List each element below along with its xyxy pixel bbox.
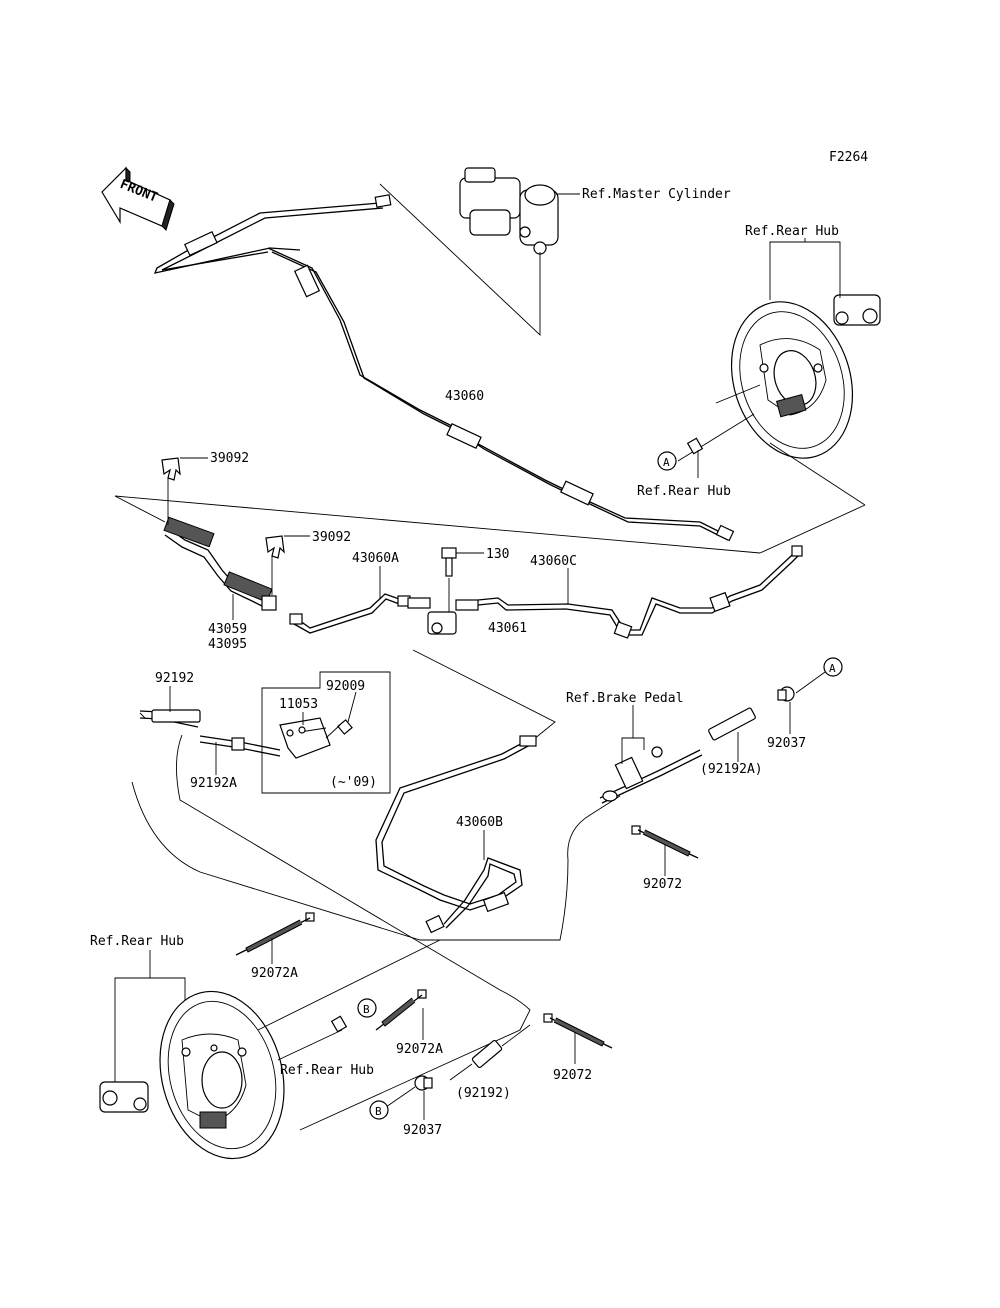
label-43060: 43060 [445, 389, 484, 404]
label-39092-b: 39092 [312, 530, 351, 545]
label-43060a: 43060A [352, 551, 399, 566]
label-92009: 92009 [326, 679, 365, 694]
label-92072a-b: 92072A [396, 1042, 443, 1057]
brake-pedal-bracket [599, 746, 703, 804]
cable-tie-92072a-b [375, 989, 427, 1031]
label-09: (~'09) [330, 775, 377, 790]
label-39092-a: 39092 [210, 451, 249, 466]
front-arrow-icon: FRONT [101, 166, 175, 231]
callout-a-right: A [829, 662, 836, 675]
label-ref-rear-hub-left: Ref.Rear Hub [90, 934, 184, 949]
label-ref-rear-hub-bottom: Ref.Rear Hub [280, 1063, 374, 1078]
master-cylinder [459, 167, 559, 255]
brake-hose [163, 516, 277, 620]
label-130: 130 [486, 547, 509, 562]
callout-a-top: A [663, 456, 670, 469]
label-92072-a: 92072 [643, 877, 682, 892]
label-ref-master-cylinder: Ref.Master Cylinder [582, 187, 731, 202]
cable-tie-92072a-a [235, 912, 315, 956]
wheel-cylinder-right [833, 294, 881, 326]
label-43060b: 43060B [456, 815, 503, 830]
label-43060c: 43060C [530, 554, 577, 569]
label-43095: 43095 [208, 637, 247, 652]
cable-92192a [199, 735, 281, 775]
label-11053: 11053 [279, 697, 318, 712]
figure-code: F2264 [829, 150, 868, 165]
label-ref-brake-pedal: Ref.Brake Pedal [566, 691, 683, 706]
cable-92192 [139, 686, 201, 728]
label-92192a-paren: (92192A) [700, 762, 763, 777]
label-92072-b: 92072 [553, 1068, 592, 1083]
label-92072a-a: 92072A [251, 966, 298, 981]
label-92037-b: 92037 [403, 1123, 442, 1138]
label-92192a: 92192A [190, 776, 237, 791]
clamp-92037-a [777, 686, 795, 702]
label-43061: 43061 [488, 621, 527, 636]
clip-39092-b [265, 535, 285, 559]
clip-39092-a [161, 457, 181, 481]
label-92192: 92192 [155, 671, 194, 686]
wheel-cylinder-left [99, 1081, 149, 1113]
bracket-box [261, 671, 391, 794]
clamp-92037-b [414, 1075, 433, 1091]
label-ref-rear-hub-top: Ref.Rear Hub [745, 224, 839, 239]
cable-tie-92072-b [543, 1013, 613, 1049]
callout-b-bottom: B [375, 1105, 382, 1118]
label-ref-rear-hub-mid: Ref.Rear Hub [637, 484, 731, 499]
callout-b-top: B [363, 1003, 370, 1016]
label-92037-a: 92037 [767, 736, 806, 751]
rear-hub-plate-left [159, 990, 285, 1160]
rear-hub-plate-right [730, 301, 854, 459]
joint-43061 [407, 597, 479, 635]
label-92192-paren: (92192) [456, 1086, 511, 1101]
cable-tie-92072-a [631, 825, 699, 859]
label-43059: 43059 [208, 622, 247, 637]
bolt-130 [441, 547, 457, 577]
